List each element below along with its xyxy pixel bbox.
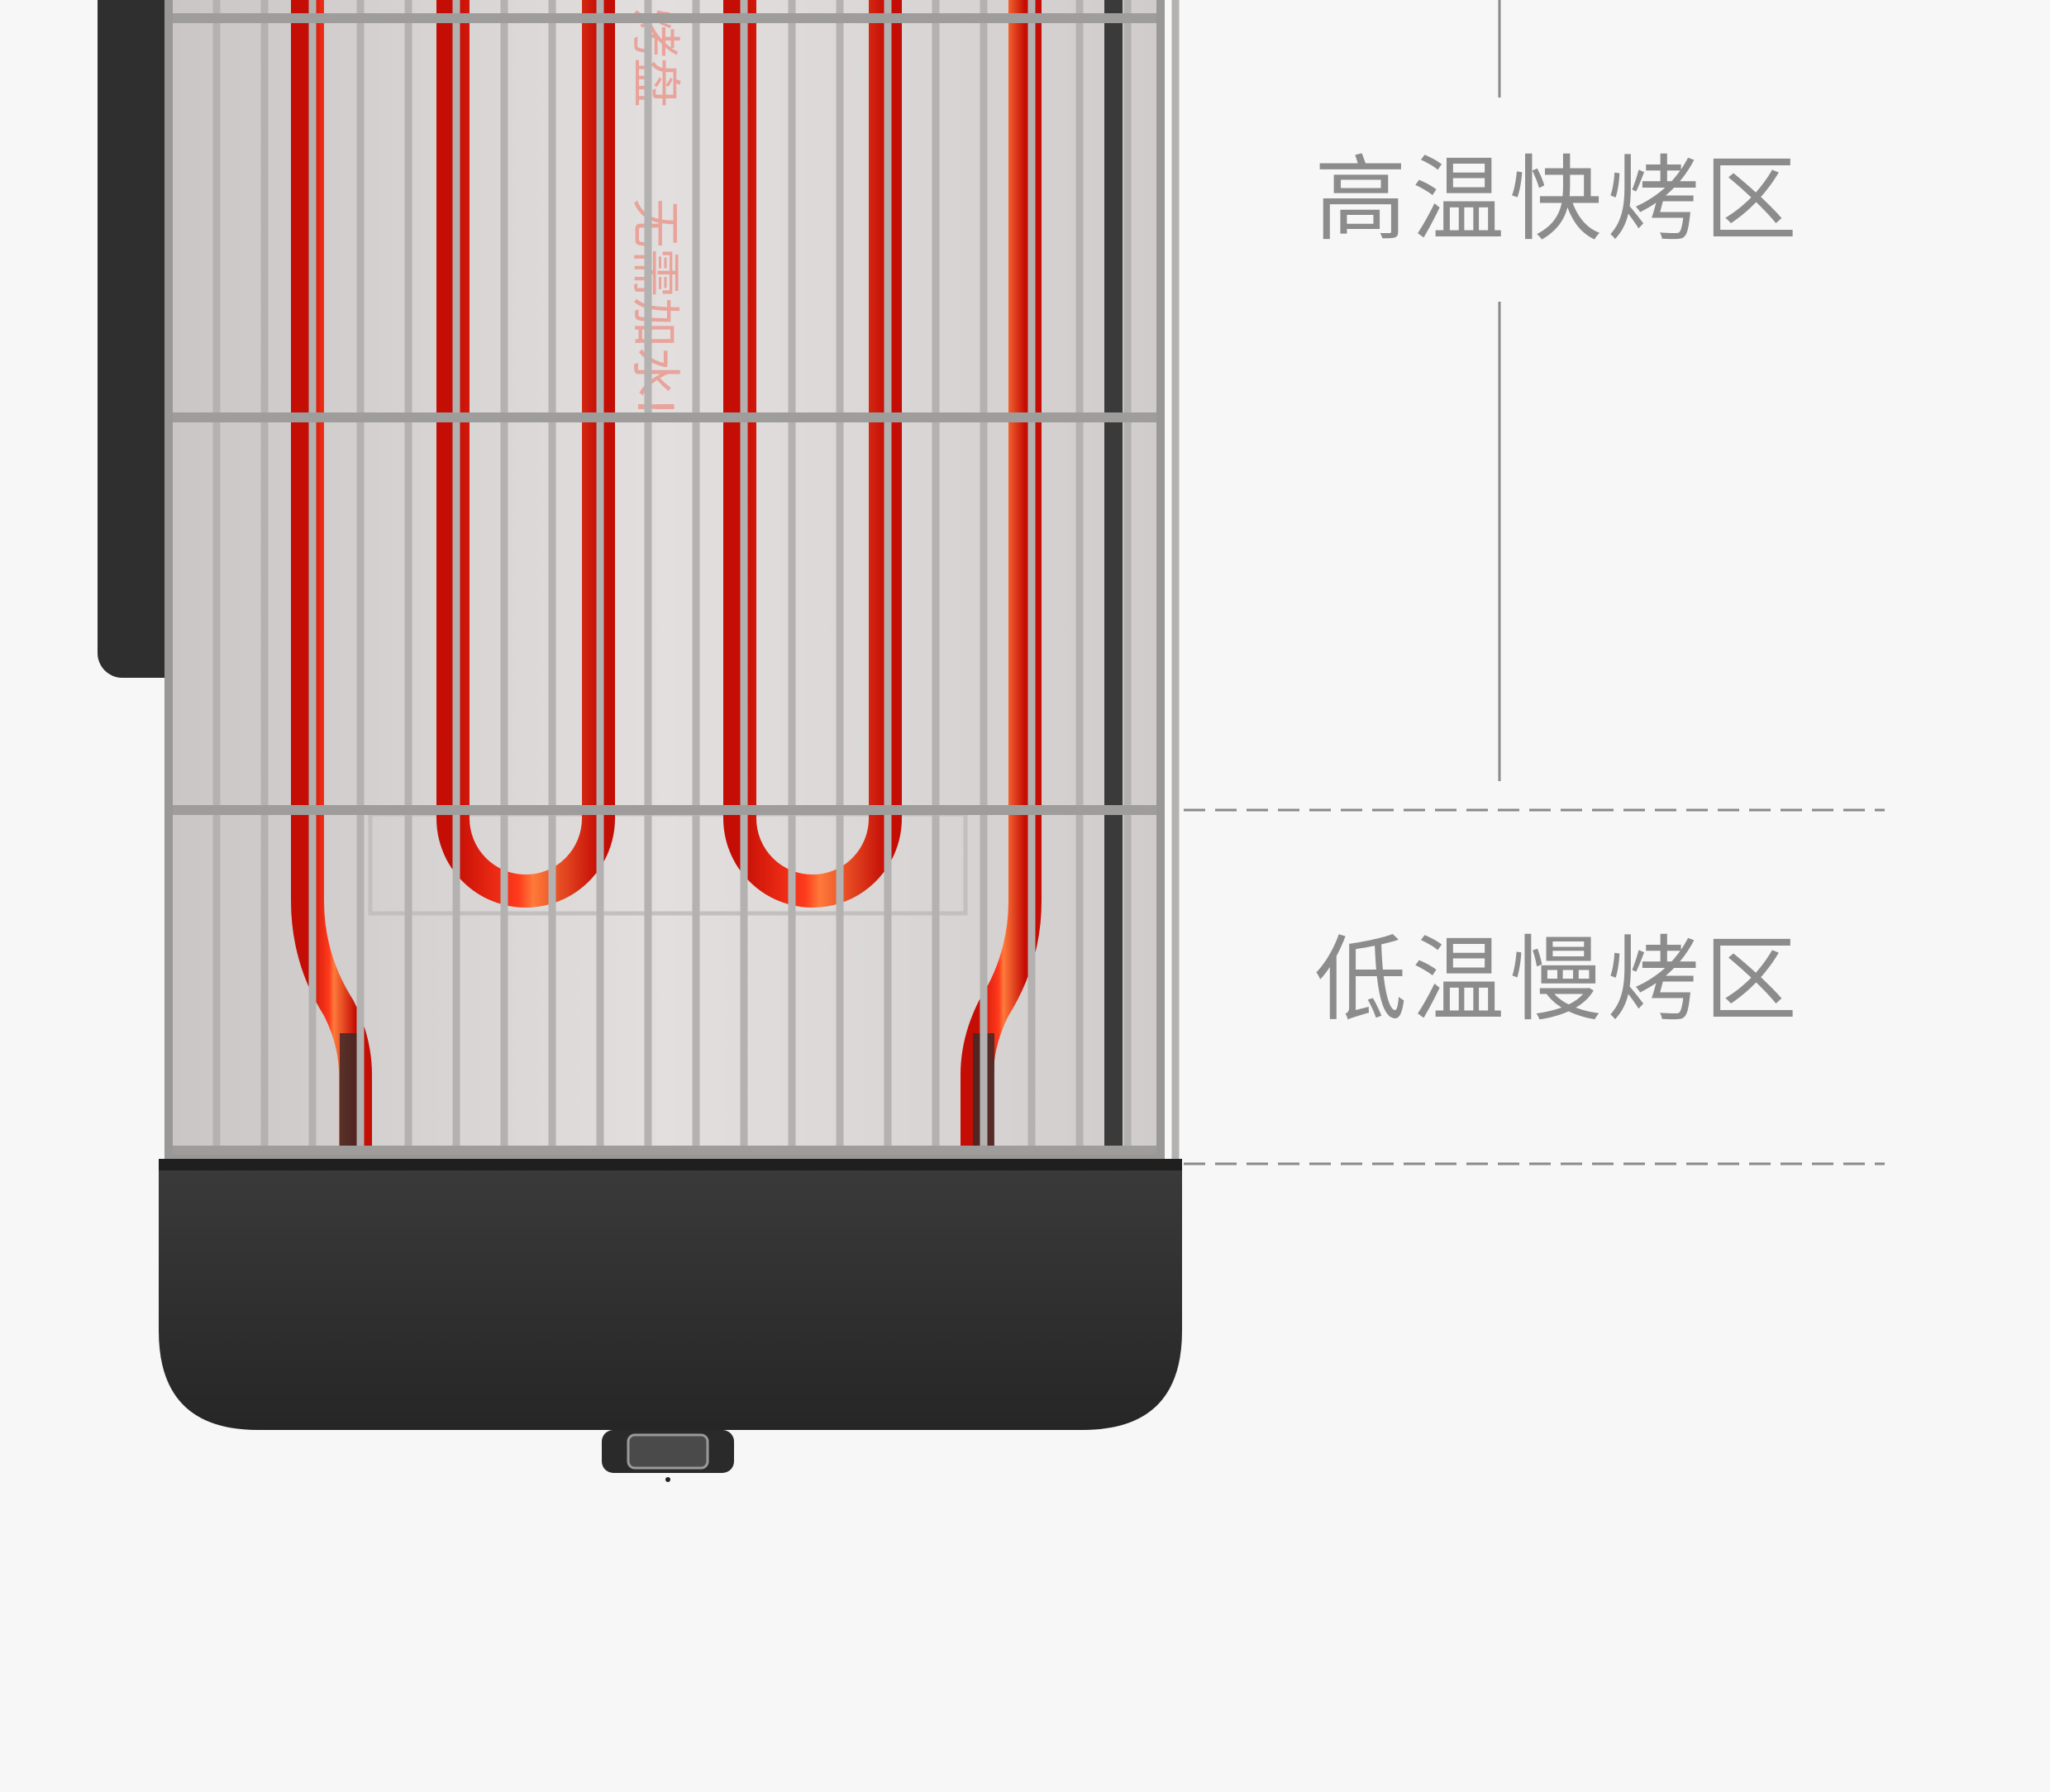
tray-print-line1: 烤盘 <box>626 8 684 107</box>
base-top-lip <box>159 1159 1182 1170</box>
tray-inner-edge <box>1104 0 1123 1159</box>
low-temp-zone-label: 低温慢烤区 <box>1314 927 1802 1034</box>
grill-base <box>159 1165 1182 1430</box>
knob-indicator <box>665 1477 670 1482</box>
high-temp-zone-label: 高温快烤区 <box>1314 146 1802 254</box>
zone-markers <box>1184 0 1885 1165</box>
tray-print-line2: 无需加水! <box>626 198 684 417</box>
knob-ring <box>627 1433 709 1470</box>
grate-cross-bars <box>169 13 1161 1156</box>
control-knob-icon[interactable] <box>602 1430 734 1482</box>
grill-grate <box>212 0 1180 1159</box>
tray-print: 烤盘 无需加水! <box>626 8 684 417</box>
